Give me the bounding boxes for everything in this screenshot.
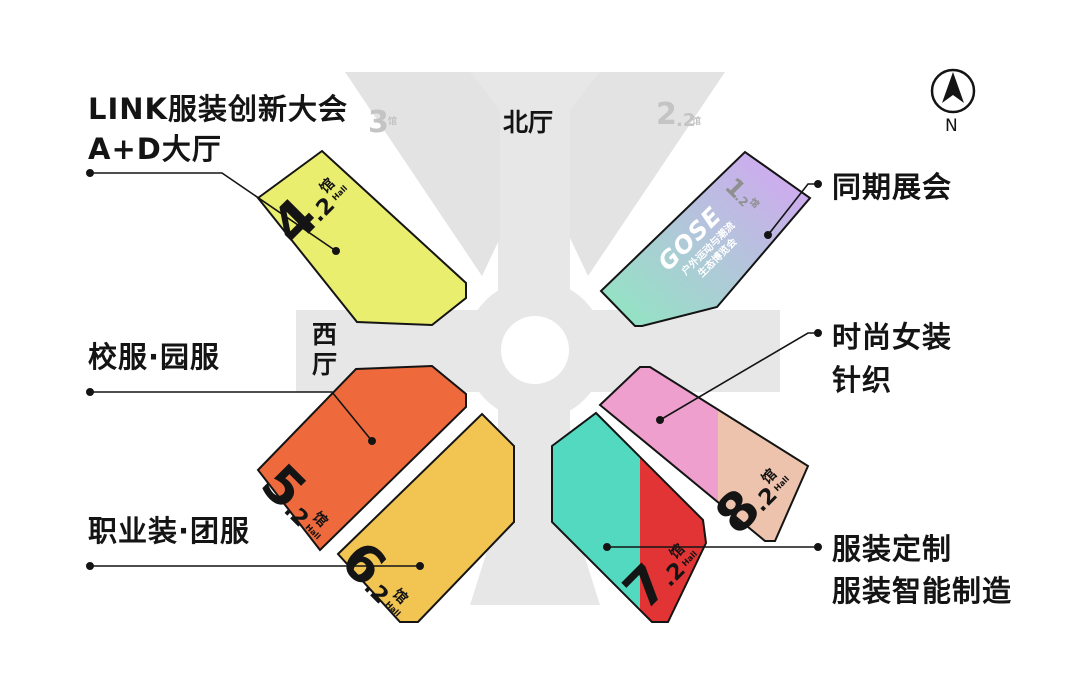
- label-school: 校服·园服: [88, 340, 221, 374]
- hall-4-2[interactable]: 4 .2 馆 Hall: [256, 149, 467, 327]
- hall-3-number: 3: [368, 105, 389, 140]
- west-hall-label-bottom: 厅: [312, 350, 337, 379]
- hall-2-2-unit: 馆: [692, 115, 701, 127]
- center-ring: [501, 316, 569, 384]
- north-arrow-icon: [942, 72, 964, 103]
- hall-2-2-number: 2: [656, 97, 677, 132]
- compass-label: N: [945, 116, 958, 136]
- label-custom-line2: 服装智能制造: [832, 574, 1013, 608]
- north-hall-label: 北厅: [503, 108, 553, 137]
- label-fashion-line1: 时尚女装: [832, 320, 953, 354]
- compass: N: [930, 68, 976, 136]
- hall-2-2-sub: .2: [676, 110, 695, 131]
- leader-lines: [86, 169, 822, 570]
- label-link-line2: A+D大厅: [88, 132, 222, 166]
- label-concurrent: 同期展会: [832, 170, 953, 204]
- label-fashion-line2: 针织: [832, 363, 893, 397]
- west-hall-label-top: 西: [312, 320, 337, 349]
- hall-3-unit: 馆: [388, 115, 397, 127]
- hall-3[interactable]: 3 馆: [345, 72, 500, 276]
- hall-2-2[interactable]: 2 .2 馆: [570, 72, 725, 276]
- label-custom-line1: 服装定制: [832, 532, 953, 566]
- label-link-line1: LINK服装创新大会: [88, 92, 349, 126]
- label-career: 职业装·团服: [88, 514, 251, 548]
- hall-1-2[interactable]: 1 .2 馆 GOSE 户外运动与潮流 生态博览会: [599, 150, 812, 327]
